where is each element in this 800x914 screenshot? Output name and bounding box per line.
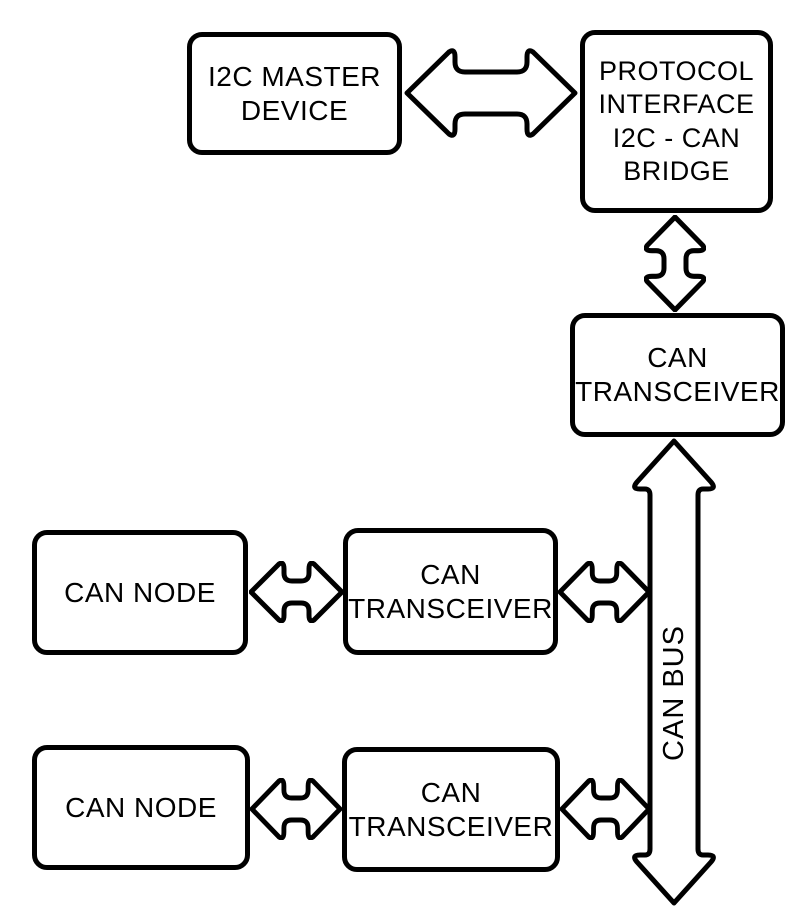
box-label: CAN NODE	[65, 791, 217, 823]
bidirectional-arrow-node2-transceiver2	[250, 778, 342, 840]
double-arrow-icon	[632, 438, 716, 906]
double-arrow-icon	[250, 778, 342, 840]
box-i2c-master-device: I2C MASTER DEVICE	[187, 32, 402, 155]
box-label: BRIDGE	[623, 155, 730, 186]
double-arrow-icon	[249, 561, 344, 623]
box-can-node-2: CAN NODE	[32, 745, 250, 870]
can-bus-arrow	[630, 438, 718, 908]
box-label: DEVICE	[240, 94, 349, 126]
box-can-transceiver-1: CAN TRANSCEIVER	[343, 528, 558, 655]
bidirectional-arrow-i2c-bridge	[404, 48, 578, 138]
double-arrow-icon	[558, 561, 651, 623]
box-label: CAN	[420, 558, 481, 590]
bidirectional-arrow-transceiver2-bus	[560, 778, 651, 840]
box-protocol-interface-bridge: PROTOCOL INTERFACE I2C - CAN BRIDGE	[580, 30, 773, 213]
box-label: I2C MASTER	[207, 60, 382, 92]
bidirectional-arrow-bridge-transceiver	[644, 215, 706, 312]
box-label: CAN NODE	[64, 576, 216, 608]
double-arrow-icon	[404, 48, 578, 138]
box-label: TRANSCEIVER	[348, 810, 554, 842]
box-label: TRANSCEIVER	[348, 592, 553, 624]
box-can-transceiver-2: CAN TRANSCEIVER	[342, 747, 560, 872]
box-label: CAN	[420, 776, 482, 808]
box-label: TRANSCEIVER	[575, 376, 780, 407]
bidirectional-arrow-node1-transceiver1	[249, 561, 344, 623]
double-arrow-icon	[644, 215, 706, 312]
can-bus-label: CAN BUS	[657, 625, 690, 761]
box-can-node-1: CAN NODE	[32, 530, 248, 655]
double-arrow-icon	[560, 778, 651, 840]
box-label: PROTOCOL	[598, 56, 755, 87]
box-label: INTERFACE	[598, 89, 755, 120]
bidirectional-arrow-transceiver1-bus	[558, 561, 651, 623]
box-label: CAN	[647, 342, 708, 374]
box-label: I2C - CAN	[612, 122, 741, 153]
box-can-transceiver-main: CAN TRANSCEIVER	[570, 313, 785, 437]
